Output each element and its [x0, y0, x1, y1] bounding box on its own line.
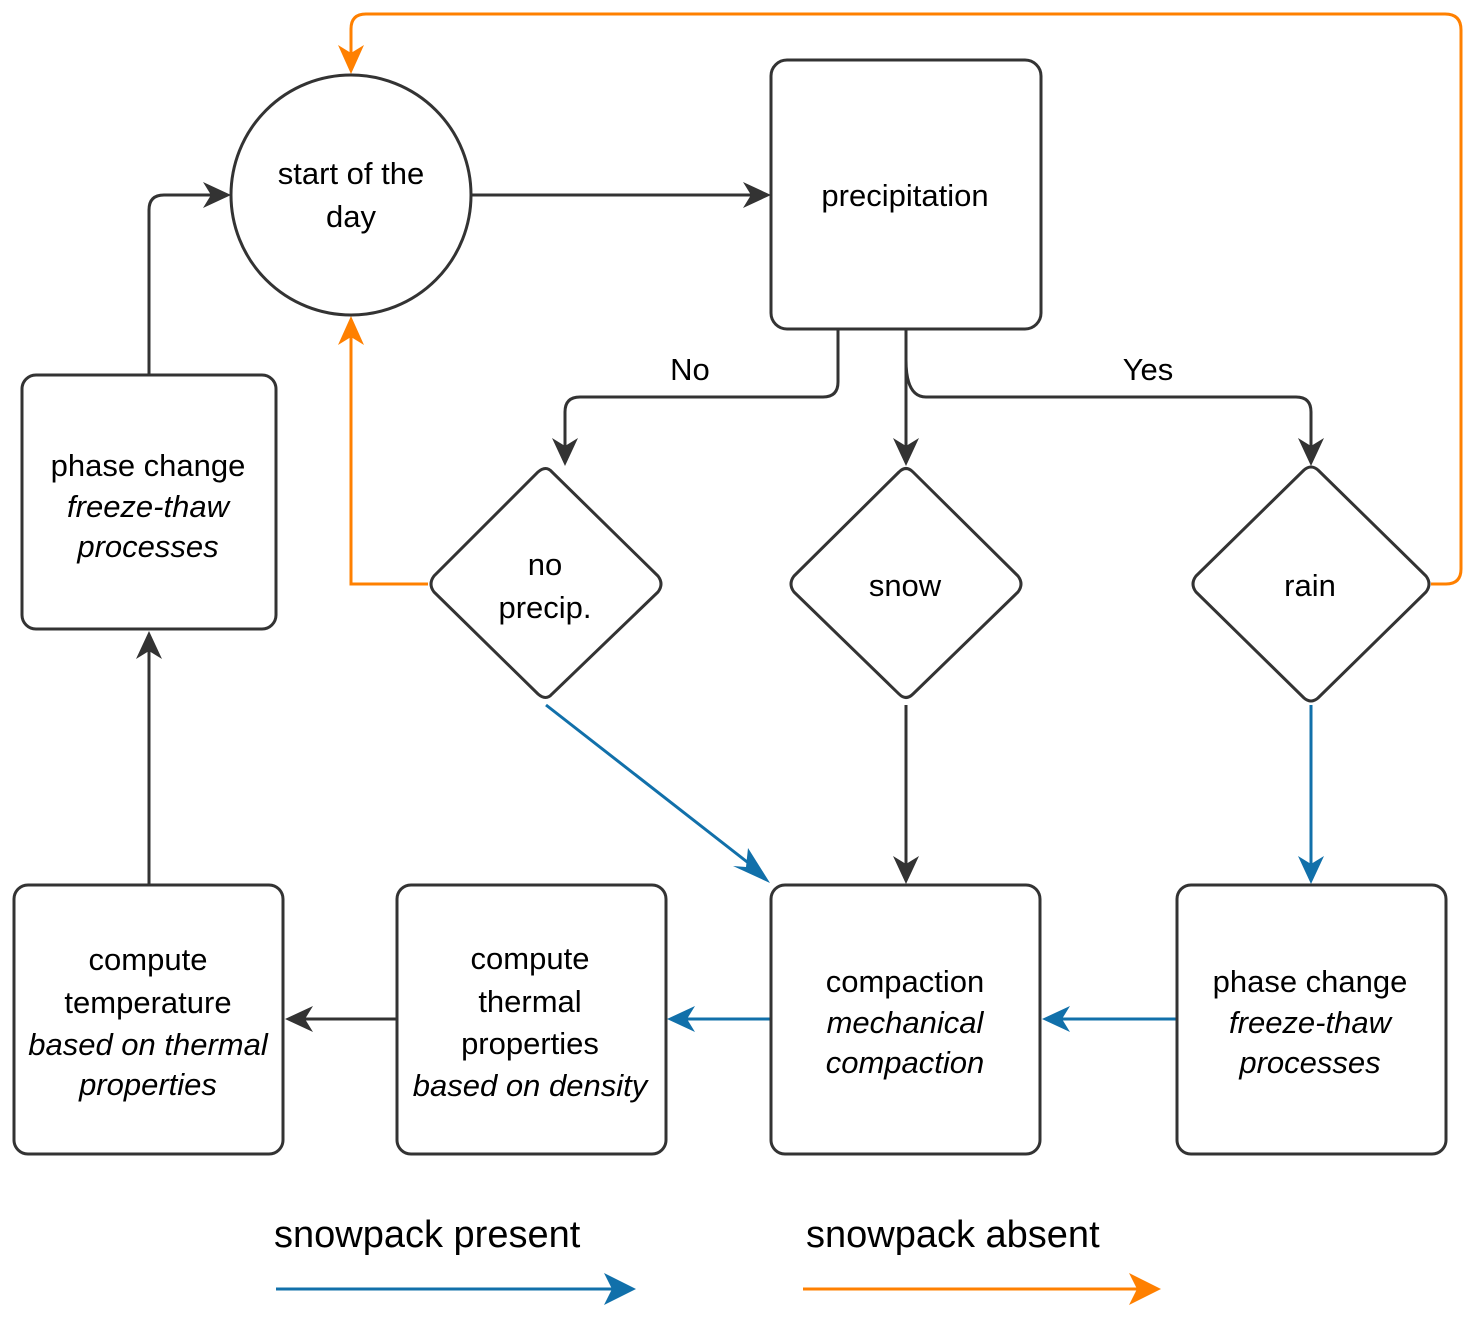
node-no-precip[interactable]: no precip. [429, 467, 663, 699]
node-snow[interactable]: snow [789, 467, 1023, 699]
node-subtitle: based on density [413, 1068, 650, 1103]
node-precipitation[interactable]: precipitation [769, 58, 1043, 331]
edge-precipitation-to-rain [904, 359, 1313, 455]
legend-arrowhead-absent [1129, 1273, 1161, 1305]
edge-label-yes: Yes [1123, 352, 1174, 387]
node-label: precipitation [821, 178, 988, 213]
node-compute-thermal-properties[interactable]: compute thermal properties based on dens… [395, 883, 668, 1156]
legend-label-absent: snowpack absent [806, 1214, 1100, 1256]
node-title: properties [461, 1026, 599, 1061]
node-title: thermal [478, 984, 581, 1019]
node-title: compute [89, 942, 208, 977]
edge-precipitation-to-no-precip [563, 330, 840, 455]
node-title: temperature [64, 985, 231, 1020]
node-title: phase change [51, 448, 246, 483]
node-start-of-day[interactable]: start of the day [229, 73, 473, 317]
node-subtitle: mechanical [827, 1005, 985, 1040]
node-subtitle: compaction [826, 1045, 985, 1080]
edge-label-no: No [670, 352, 710, 387]
node-phase-change-top[interactable]: phase change freeze-thaw processes [20, 373, 278, 631]
node-title: compute [471, 941, 590, 976]
node-label: snow [869, 568, 942, 603]
node-title: phase change [1213, 964, 1408, 999]
arrowhead [743, 182, 771, 208]
node-label: day [326, 199, 376, 234]
node-subtitle: properties [78, 1067, 217, 1102]
node-label: no [528, 547, 562, 582]
arrowhead [893, 438, 919, 466]
node-compute-temperature[interactable]: compute temperature based on thermal pro… [12, 883, 285, 1156]
node-subtitle: freeze-thaw [1229, 1005, 1394, 1040]
node-title: compaction [826, 964, 985, 999]
arrowhead [285, 1006, 313, 1032]
arrowhead [338, 316, 364, 345]
arrowhead [1298, 438, 1324, 466]
arrowhead [136, 631, 162, 659]
arrowhead [1298, 856, 1324, 884]
node-subtitle: processes [1238, 1045, 1380, 1080]
edge-no-precip-to-compaction-present [545, 703, 761, 874]
arrowhead [893, 856, 919, 884]
node-phase-change-bottom[interactable]: phase change freeze-thaw processes [1175, 883, 1448, 1156]
arrowhead [203, 182, 231, 208]
arrowhead [552, 438, 578, 466]
node-rain[interactable]: rain [1191, 465, 1431, 703]
node-subtitle: freeze-thaw [67, 489, 232, 524]
legend: snowpack present snowpack absent [274, 1214, 1161, 1305]
node-subtitle: based on thermal [28, 1027, 269, 1062]
legend-arrowhead-present [604, 1273, 636, 1305]
arrowhead [1042, 1006, 1070, 1032]
arrowhead [733, 848, 770, 883]
node-label: precip. [498, 590, 591, 625]
arrowhead [338, 45, 364, 74]
node-label: rain [1284, 568, 1336, 603]
edge-no-precip-to-start-absent [349, 330, 428, 586]
arrowhead [667, 1006, 695, 1032]
node-label: start of the [278, 156, 424, 191]
edge-rain-to-start-absent [349, 12, 1463, 586]
legend-label-present: snowpack present [274, 1214, 581, 1256]
node-compaction[interactable]: compaction mechanical compaction [769, 883, 1042, 1156]
node-subtitle: processes [76, 529, 218, 564]
edge-phase-change-to-start [147, 193, 218, 374]
